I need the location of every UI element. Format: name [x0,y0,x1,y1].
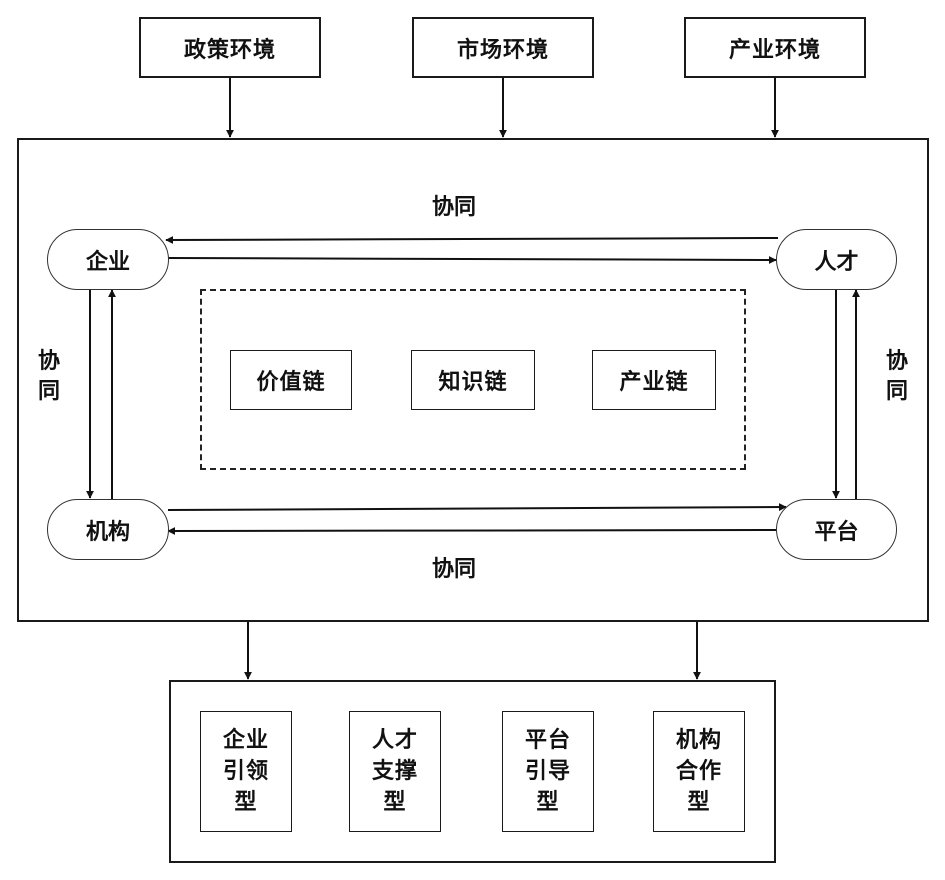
knowledge-chain-label: 知识链 [438,370,508,395]
arrow-enterprise-to-talent [167,255,777,264]
industry-environment-label: 产业环境 [728,37,821,63]
industry-environment-box: 产业环境 [684,17,866,78]
enterprise-node: 企业 [47,229,169,290]
main-frame [17,138,929,622]
arrow-talent-to-enterprise [165,235,779,244]
enterprise-node-label: 企业 [85,249,130,275]
arrow-institution-to-platform [167,503,787,512]
policy-environment-label: 政策环境 [183,37,276,63]
industry-chain-label: 产业链 [619,370,689,395]
policy-environment-box: 政策环境 [139,17,321,78]
talent-node-label: 人才 [814,249,859,275]
platform-guided-type-box: 平台 引导 型 [502,711,594,832]
enterprise-led-type-box: 企业 引领 型 [200,711,292,832]
talent-node: 人才 [776,229,897,290]
chain-container [200,289,746,470]
talent-supported-type-box: 人才 支撑 型 [349,711,441,832]
institution-node-label: 机构 [85,519,130,545]
synergy-label-right: 协 同 [885,349,908,404]
platform-node: 平台 [776,499,897,560]
industry-chain-box: 产业链 [592,350,716,410]
synergy-label-bottom: 协同 [432,557,477,582]
market-environment-label: 市场环境 [456,37,549,63]
value-chain-label: 价值链 [256,370,326,395]
output-frame [169,680,776,863]
synergy-label-top: 协同 [432,195,477,220]
market-environment-box: 市场环境 [412,17,594,78]
arrow-platform-to-institution [167,526,777,535]
knowledge-chain-box: 知识链 [411,350,535,410]
platform-node-label: 平台 [814,519,859,545]
institution-node: 机构 [47,499,169,560]
institution-cooperative-type-box: 机构 合作 型 [653,711,745,832]
value-chain-box: 价值链 [230,350,352,410]
synergy-label-left: 协 同 [37,349,60,404]
